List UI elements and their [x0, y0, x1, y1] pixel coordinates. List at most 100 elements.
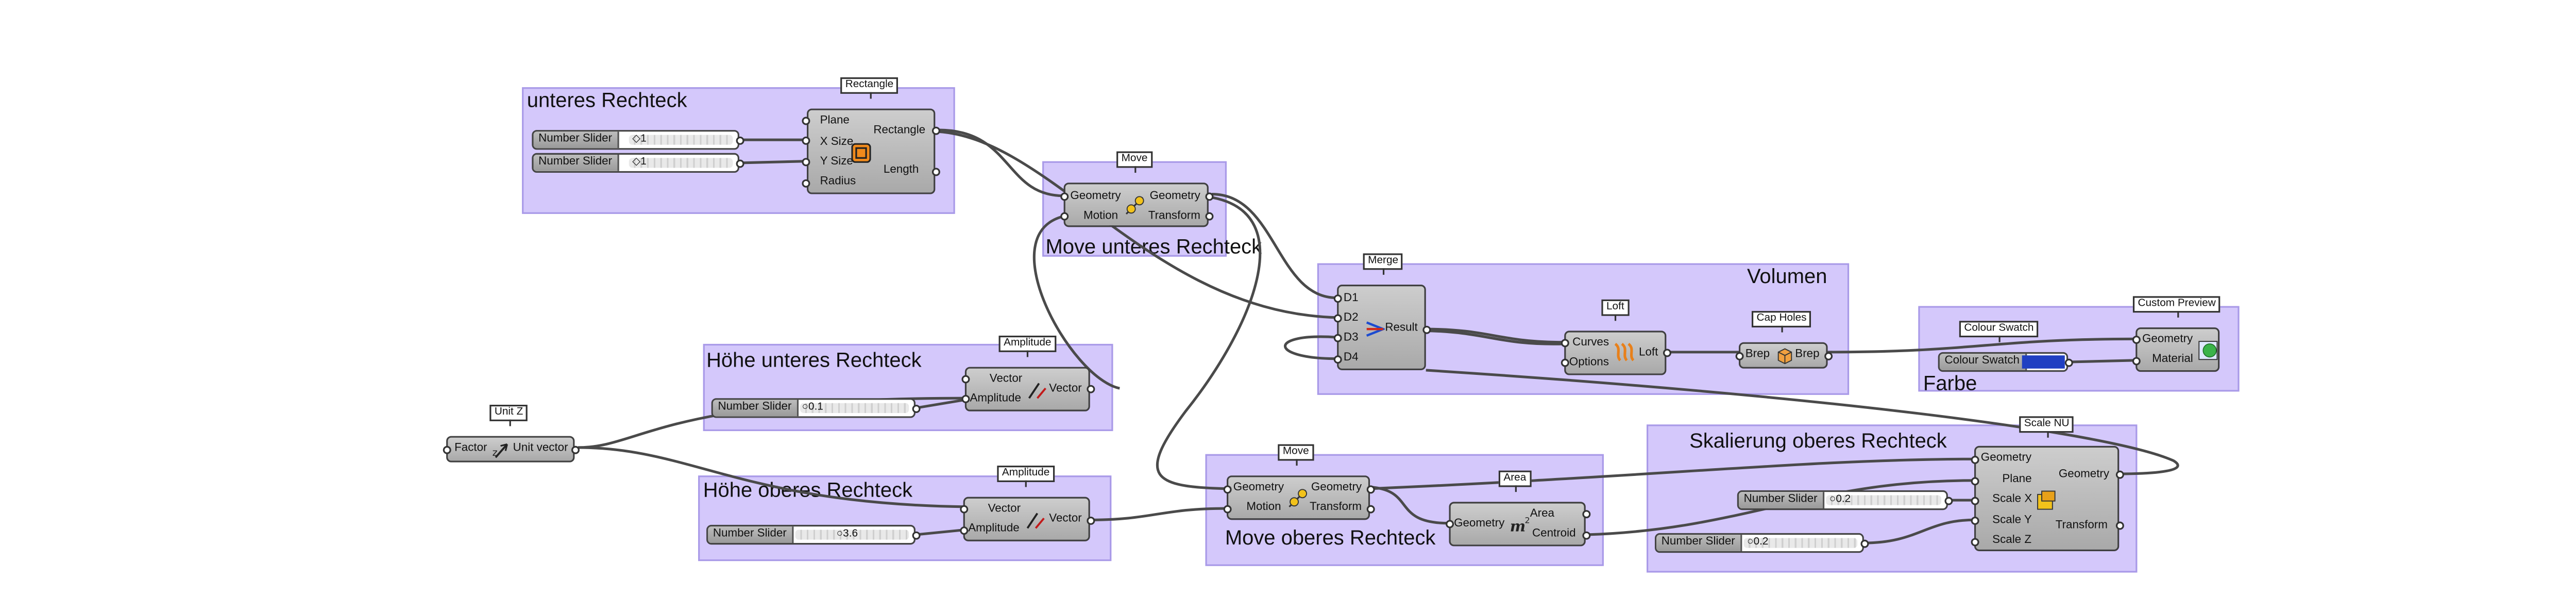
connector-grip[interactable] — [801, 116, 809, 124]
wire — [1369, 485, 1449, 525]
input-material: Material — [2152, 354, 2193, 366]
slider-value: ○0.2 — [1829, 493, 1851, 505]
connector-grip[interactable] — [801, 178, 809, 187]
number-slider-scale-z[interactable]: Number Slider ○0.2 — [1654, 533, 1864, 553]
colour-swatch[interactable]: Colour Swatch — [1938, 352, 2069, 372]
connector-grip[interactable] — [1943, 496, 1952, 505]
number-slider-x-size[interactable]: Number Slider ◇1 — [532, 130, 740, 150]
connector-grip[interactable] — [1223, 504, 1231, 513]
swatch-label: Colour Swatch — [1939, 354, 2026, 370]
connector-grip[interactable] — [801, 157, 809, 166]
component-tag: Loft — [1601, 299, 1630, 321]
rectangle-component[interactable]: Plane X Size Y Size Radius Rectangle Len… — [807, 108, 936, 194]
connector-grip[interactable] — [1734, 351, 1743, 360]
connector-grip[interactable] — [2115, 470, 2124, 478]
connector-grip[interactable] — [735, 158, 743, 167]
connector-grip[interactable] — [442, 445, 451, 454]
connector-grip[interactable] — [1445, 519, 1453, 527]
input-y-size: Y Size — [820, 156, 853, 168]
preview-icon — [2198, 341, 2218, 360]
input-d1: D1 — [1343, 292, 1359, 305]
connector-grip[interactable] — [2131, 356, 2140, 365]
connector-grip[interactable] — [1333, 293, 1342, 302]
move-icon — [1289, 489, 1307, 507]
connector-grip[interactable] — [931, 126, 940, 135]
connector-grip[interactable] — [1970, 516, 1978, 524]
connector-grip[interactable] — [911, 531, 920, 539]
move-oberes-component[interactable]: Geometry Motion Geometry Transform — [1227, 475, 1370, 520]
connector-grip[interactable] — [1204, 191, 1213, 200]
output-length: Length — [883, 164, 919, 176]
connector-grip[interactable] — [1970, 496, 1978, 505]
connector-grip[interactable] — [1970, 455, 1978, 464]
merge-icon — [1366, 321, 1385, 337]
number-slider-hoehe-unteres[interactable]: Number Slider ○0.1 — [711, 398, 916, 418]
input-scale-y: Scale Y — [1992, 515, 2032, 527]
merge-component[interactable]: D1 D2 D3 D4 Result — [1337, 285, 1426, 370]
output-loft: Loft — [1639, 347, 1658, 359]
connector-grip[interactable] — [1823, 351, 1832, 360]
connector-grip[interactable] — [1333, 313, 1342, 322]
connector-grip[interactable] — [1662, 348, 1671, 356]
connector-grip[interactable] — [1970, 476, 1978, 485]
connector-grip[interactable] — [1333, 333, 1342, 342]
slider-value: ○3.6 — [836, 528, 858, 540]
move-unteres-component[interactable]: Geometry Motion Geometry Transform — [1063, 183, 1209, 227]
connector-grip[interactable] — [1581, 509, 1590, 518]
connector-grip[interactable] — [1086, 516, 1094, 524]
output-geometry: Geometry — [1311, 482, 1362, 494]
connector-grip[interactable] — [1970, 537, 1978, 546]
number-slider-hoehe-oberes[interactable]: Number Slider ○3.6 — [706, 524, 916, 545]
loft-component[interactable]: Curves Options Loft — [1564, 331, 1667, 375]
svg-text:m: m — [1510, 518, 1526, 533]
connector-grip[interactable] — [2115, 520, 2124, 529]
connector-grip[interactable] — [960, 374, 969, 383]
connector-grip[interactable] — [1859, 539, 1868, 548]
component-tag: Scale NU — [2019, 416, 2075, 438]
cap-holes-component[interactable]: Brep Brep — [1738, 342, 1828, 369]
unit-vector-icon: z — [493, 443, 508, 458]
connector-grip[interactable] — [1086, 384, 1094, 393]
wire — [1369, 457, 1975, 490]
connector-grip[interactable] — [801, 136, 809, 144]
connector-grip[interactable] — [911, 404, 920, 412]
connector-grip[interactable] — [1421, 325, 1430, 334]
wire — [1156, 196, 1262, 490]
unit-z-component[interactable]: Factor Unit vector z — [446, 436, 575, 463]
custom-preview-component[interactable]: Geometry Material — [2136, 327, 2220, 372]
connector-grip[interactable] — [570, 445, 579, 454]
connector-grip[interactable] — [959, 504, 968, 513]
connector-grip[interactable] — [1059, 191, 1068, 200]
connector-grip[interactable] — [1560, 338, 1569, 346]
amplitude-unteres-component[interactable]: Vector Amplitude Vector — [964, 367, 1090, 411]
connector-grip[interactable] — [735, 136, 743, 144]
connector-grip[interactable] — [959, 525, 968, 534]
connector-grip[interactable] — [931, 167, 940, 175]
connector-grip[interactable] — [1223, 484, 1231, 493]
connector-grip[interactable] — [1366, 504, 1375, 513]
wire — [1426, 327, 1565, 344]
connector-grip[interactable] — [2131, 335, 2140, 343]
wire — [2068, 359, 2136, 364]
slider-value: ◇1 — [632, 156, 647, 168]
connector-grip[interactable] — [1059, 211, 1068, 220]
connector-grip[interactable] — [1581, 531, 1590, 539]
connector-grip[interactable] — [1204, 211, 1213, 220]
component-tag: Move — [1278, 444, 1314, 466]
connector-grip[interactable] — [1560, 358, 1569, 366]
output-transform: Transform — [1148, 210, 1200, 222]
connector-grip[interactable] — [1333, 354, 1342, 363]
connector-grip[interactable] — [1366, 484, 1375, 493]
component-tag: Area — [1498, 470, 1531, 492]
output-brep: Brep — [1795, 349, 1820, 360]
amplitude-oberes-component[interactable]: Vector Amplitude Vector — [963, 497, 1090, 541]
connector-grip[interactable] — [2064, 358, 2073, 366]
scale-nu-component[interactable]: Geometry Plane Scale X Scale Y Scale Z G… — [1974, 446, 2120, 551]
connector-grip[interactable] — [960, 394, 969, 403]
input-x-size: X Size — [820, 136, 854, 148]
number-slider-y-size[interactable]: Number Slider ◇1 — [532, 153, 740, 173]
swatch-color[interactable] — [2022, 355, 2065, 369]
number-slider-scale-x[interactable]: Number Slider ○0.2 — [1737, 490, 1948, 510]
